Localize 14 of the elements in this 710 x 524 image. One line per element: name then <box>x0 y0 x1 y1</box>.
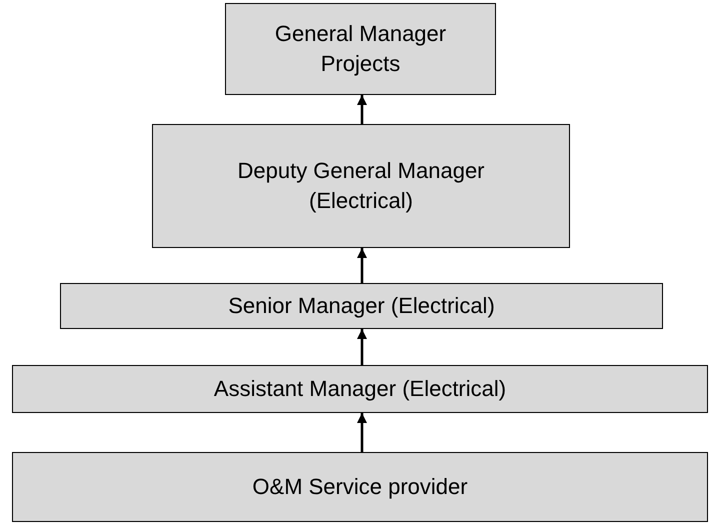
role-title: Assistant Manager (Electrical) <box>214 375 506 403</box>
role-title: O&M Service provider <box>252 473 468 501</box>
role-title: Deputy General Manager (Electrical) <box>236 157 486 215</box>
role-box <box>12 452 708 522</box>
arrow <box>357 329 367 365</box>
role-title: Senior Manager (Electrical) <box>228 292 495 320</box>
role-box <box>225 3 496 95</box>
role-box <box>12 365 708 413</box>
role-box <box>60 283 663 329</box>
arrow <box>357 248 367 283</box>
arrow <box>357 413 367 452</box>
role-box <box>152 124 570 248</box>
arrow <box>357 95 367 124</box>
role-title: General Manager Projects <box>274 20 448 78</box>
